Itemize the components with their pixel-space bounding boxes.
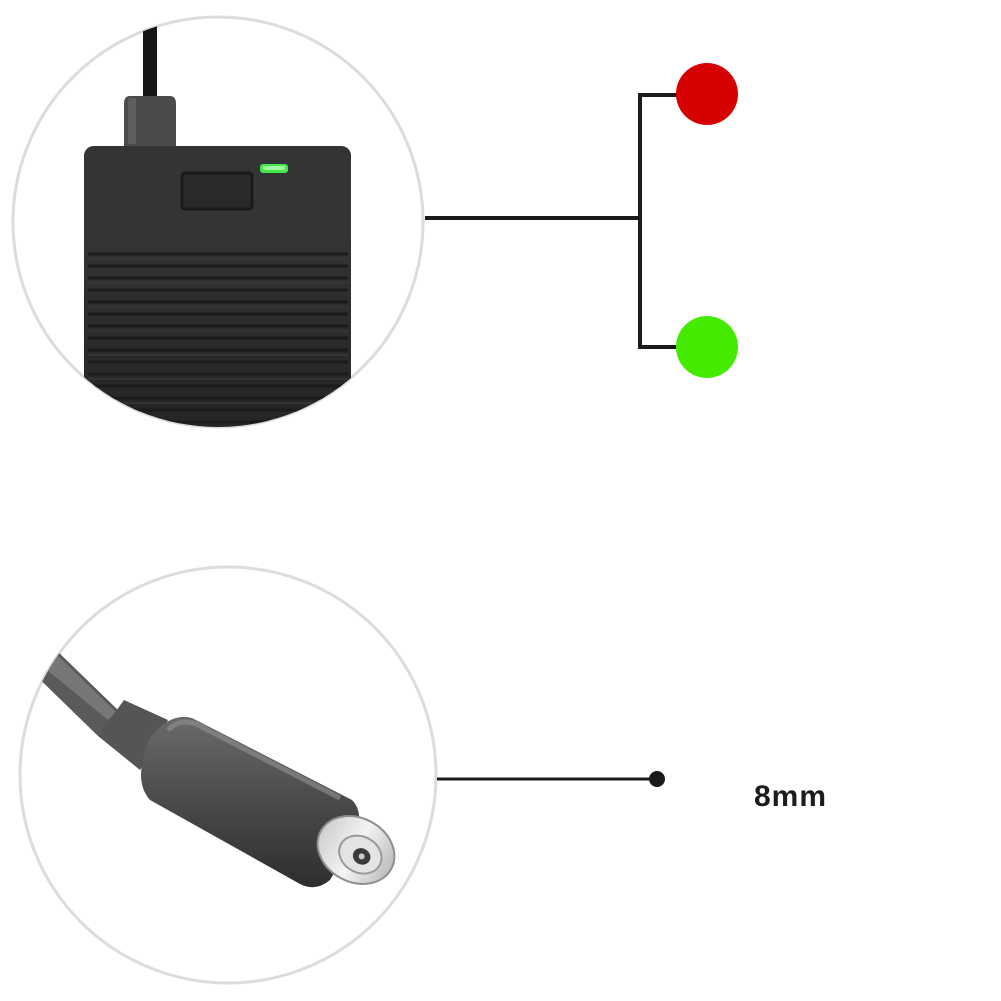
adapter-ribs <box>88 252 348 424</box>
adapter-button <box>180 171 254 211</box>
green-status-dot <box>676 316 738 378</box>
indicator-connector-lines <box>425 93 682 349</box>
size-connector-line <box>437 771 665 787</box>
strain-relief <box>124 96 176 146</box>
adapter-detail-circle <box>11 15 425 429</box>
plug-metal-tip <box>316 815 396 885</box>
plug-detail-circle <box>18 565 438 985</box>
red-status-dot <box>676 63 738 125</box>
adapter-cable <box>143 17 157 105</box>
plug-collar <box>98 700 168 770</box>
plug-body <box>141 716 360 888</box>
connector-size-label: 8mm <box>754 780 828 813</box>
